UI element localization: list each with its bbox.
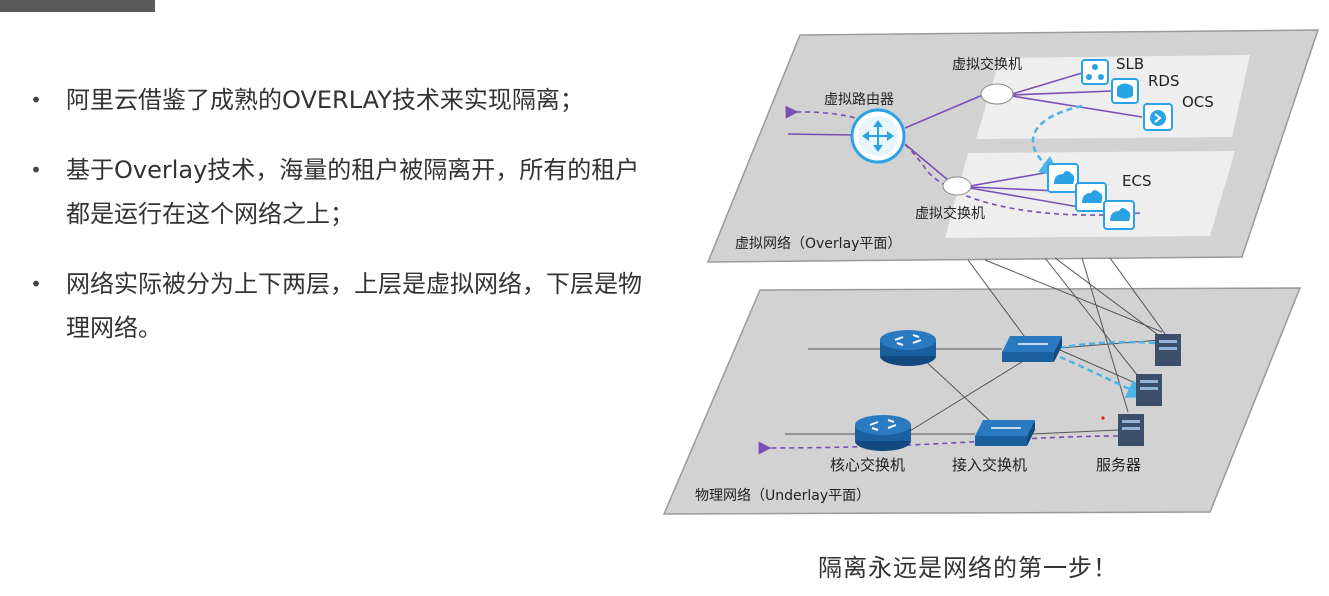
underlay-plane xyxy=(662,287,1302,515)
top-tab-bar xyxy=(0,0,155,12)
server-label: 服务器 xyxy=(1096,456,1141,474)
ocs-icon xyxy=(1143,103,1173,131)
bullet-item: • 基于Overlay技术，海量的租户被隔离开，所有的租户都是运行在这个网络之上… xyxy=(30,148,650,236)
underlay-links xyxy=(785,339,1161,435)
server-top-icon xyxy=(1155,334,1181,366)
core-switch-label: 核心交换机 xyxy=(830,456,905,474)
virtual-switch-bottom-label: 虚拟交换机 xyxy=(915,205,985,222)
bullet-list: • 阿里云借鉴了成熟的OVERLAY技术来实现隔离； • 基于Overlay技术… xyxy=(30,78,650,376)
slb-icon xyxy=(1081,59,1109,85)
plane-connection-lines xyxy=(967,257,1169,413)
caption-text: 隔离永远是网络的第一步！ xyxy=(818,554,1118,582)
bullet-dot: • xyxy=(30,272,42,296)
ecs-label: ECS xyxy=(1122,172,1151,190)
bullet-dot: • xyxy=(30,88,42,112)
underlay-cyan-dashed-path xyxy=(1049,340,1156,393)
network-diagram: 虚拟路由器 虚拟交换机 虚拟交换机 SLB RDS OCS ECS 虚拟网络（O… xyxy=(662,29,1320,515)
ecs-icon xyxy=(1047,163,1135,230)
overlay-plane-label: 虚拟网络（Overlay平面） xyxy=(735,236,901,252)
rds-label: RDS xyxy=(1148,72,1180,90)
red-dot-marker xyxy=(1101,416,1105,420)
core-switch-bottom-icon xyxy=(855,415,911,451)
ocs-label: OCS xyxy=(1182,93,1214,111)
virtual-switch-top-icon xyxy=(980,83,1014,105)
virtual-switch-bottom-icon xyxy=(942,176,972,196)
access-switch-bottom-icon xyxy=(975,420,1035,446)
bullet-text: 阿里云借鉴了成熟的OVERLAY技术来实现隔离； xyxy=(66,86,584,114)
bullet-item: • 网络实际被分为上下两层，上层是虚拟网络，下层是物理网络。 xyxy=(30,262,650,350)
core-switch-top-icon xyxy=(880,330,936,366)
underlay-plane-label: 物理网络（Underlay平面） xyxy=(695,488,870,504)
virtual-router-label: 虚拟路由器 xyxy=(824,92,894,108)
rds-icon xyxy=(1111,78,1139,104)
bullet-item: • 阿里云借鉴了成熟的OVERLAY技术来实现隔离； xyxy=(30,78,650,122)
server-bottom-icon xyxy=(1118,414,1144,446)
access-switch-top-icon xyxy=(1002,336,1062,362)
virtual-switch-top-label: 虚拟交换机 xyxy=(952,56,1022,73)
slb-label: SLB xyxy=(1116,55,1144,73)
underlay-purple-dashed-path xyxy=(758,435,1119,455)
access-switch-label: 接入交换机 xyxy=(952,456,1027,474)
server-middle-icon xyxy=(1136,374,1162,406)
bullet-dot: • xyxy=(30,158,42,182)
bullet-text: 网络实际被分为上下两层，上层是虚拟网络，下层是物理网络。 xyxy=(66,270,642,342)
virtual-router-icon xyxy=(850,108,906,164)
bullet-text: 基于Overlay技术，海量的租户被隔离开，所有的租户都是运行在这个网络之上； xyxy=(66,156,640,228)
